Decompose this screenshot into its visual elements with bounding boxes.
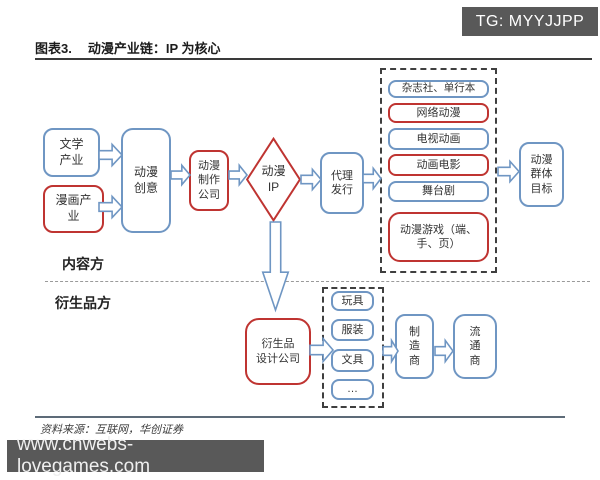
arrow-manufacturer-to-distributor [434,340,454,362]
derivative-stationery: 文具 [331,349,374,372]
node-comic-industry: 漫画产 业 [43,185,104,233]
figure-number: 图表3. [35,41,72,56]
arrow-derivatives-to-manufacturer [382,340,399,362]
channel-animated-film: 动画电影 [388,154,489,176]
arrow-production-to-ip [228,165,248,185]
channel-magazine: 杂志社、单行本 [388,80,489,98]
channels-group-box [380,68,497,273]
derivative-toys: 玩具 [331,291,374,311]
derivative-side-label: 衍生品方 [55,295,111,311]
arrow-ip-to-derivative-design [262,221,289,311]
node-manufacturer: 制 造 商 [395,314,434,379]
watermark-url-bar: www.cnwebs-lovegames.com [7,434,264,477]
arrow-creative-to-production [170,165,191,185]
node-anime-ip-diamond: 动漫 IP [246,137,301,222]
arrow-design-to-derivatives [309,338,334,362]
channel-stage-play: 舞台剧 [388,181,489,202]
arrow-agency-to-channels [362,168,382,189]
channel-tv-animation: 电视动画 [388,128,489,150]
node-literature-industry: 文学 产业 [43,128,100,177]
watermark-url: www.cnwebs-lovegames.com [17,434,151,477]
diamond-shape [246,137,301,222]
title-underline [35,58,592,60]
arrow-literature-to-creative [98,144,123,166]
figure-title-text: 动漫产业链：IP 为核心 [87,41,221,56]
node-derivative-design-company: 衍生品 设计公司 [245,318,311,385]
section-divider [45,281,590,282]
arrow-comic-to-creative [98,196,123,218]
arrow-channels-to-target [497,161,520,182]
content-side-label: 内容方 [62,256,104,272]
source-note: 资料来源：互联网，华创证券 [40,424,183,436]
arrow-ip-to-agency [300,169,322,190]
derivative-apparel: 服装 [331,319,374,341]
telegram-watermark-badge: TG: MYYJJPP [462,7,598,36]
node-distributor: 流 通 商 [453,314,497,379]
node-agency-distribution: 代理 发行 [320,152,364,214]
derivative-more: … [331,379,374,400]
node-anime-audience-target: 动漫 群体 目标 [519,142,564,207]
node-production-company: 动漫 制作 公司 [189,150,229,211]
footer-rule [35,416,565,418]
channel-anime-games: 动漫游戏（端、 手、页） [388,212,489,262]
node-anime-ip-label: 动漫 IP [261,163,286,194]
channel-web-anime: 网络动漫 [388,103,489,123]
node-anime-creativity: 动漫 创意 [121,128,171,233]
figure-title: 图表3. 动漫产业链：IP 为核心 [35,38,221,57]
